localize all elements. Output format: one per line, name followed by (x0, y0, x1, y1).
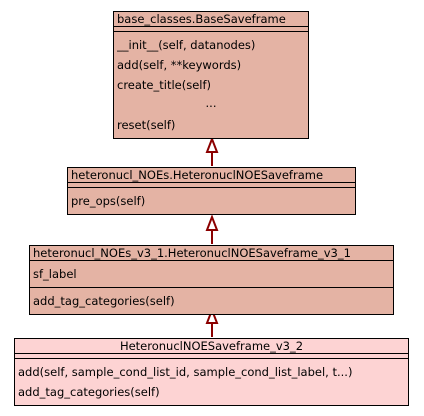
method-init: __init__(self, datanodes) (117, 38, 256, 52)
arrowhead-base (205, 136, 219, 153)
attribute-sf-label: sf_label (33, 267, 77, 281)
arrowhead-noe31 (205, 307, 219, 324)
method-ellipsis: ... (205, 96, 217, 110)
method-add: add(self, sample_cond_list_id, sample_co… (18, 365, 353, 379)
class-heteronucl-noe-saveframe: heteronucl_NOEs.HeteronuclNOESaveframe p… (67, 167, 356, 215)
attributes-section (15, 354, 408, 359)
method-reset: reset(self) (117, 118, 176, 132)
methods-section: add(self, sample_cond_list_id, sample_co… (15, 359, 408, 405)
method-pre-ops: pre_ops(self) (71, 194, 146, 208)
method-add-tag-categories: add_tag_categories(self) (33, 294, 175, 308)
class-title: HeteronuclNOESaveframe_v3_2 (15, 339, 408, 354)
methods-section: pre_ops(self) (68, 188, 355, 214)
attributes-section: sf_label (30, 261, 393, 288)
methods-section: __init__(self, datanodes) add(self, **ke… (114, 32, 308, 138)
attributes-section (68, 183, 355, 188)
class-title: heteronucl_NOEs_v3_1.HeteronuclNOESavefr… (30, 246, 393, 261)
class-title: heteronucl_NOEs.HeteronuclNOESaveframe (68, 168, 355, 183)
methods-section: add_tag_categories(self) (30, 288, 393, 314)
method-create-title: create_title(self) (117, 78, 212, 92)
class-heteronucl-noe-saveframe-v3-1: heteronucl_NOEs_v3_1.HeteronuclNOESavefr… (29, 245, 394, 315)
class-heteronucl-noe-saveframe-v3-2: HeteronuclNOESaveframe_v3_2 add(self, sa… (14, 338, 409, 406)
class-base-saveframe: base_classes.BaseSaveframe __init__(self… (113, 11, 309, 139)
method-add: add(self, **keywords) (117, 58, 242, 72)
attributes-section (114, 27, 308, 32)
method-add-tag-categories: add_tag_categories(self) (18, 385, 160, 399)
arrowhead-noe (205, 214, 219, 231)
class-title: base_classes.BaseSaveframe (114, 12, 308, 27)
